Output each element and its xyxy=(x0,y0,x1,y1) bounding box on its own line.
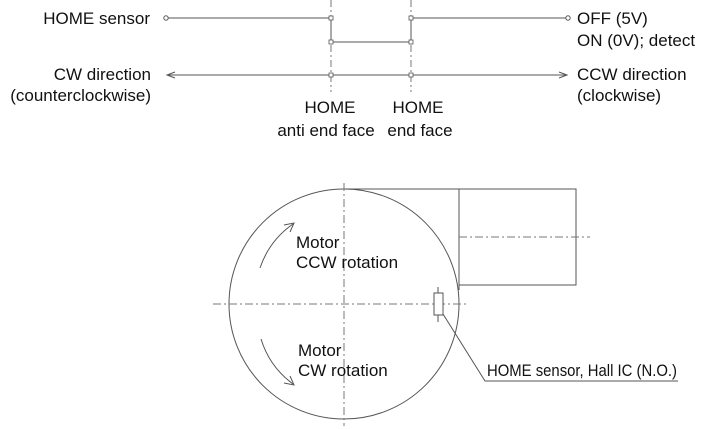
ccw-direction-label: CCW direction xyxy=(577,65,687,84)
signal-start-terminal xyxy=(163,15,169,21)
ccw-arrowhead xyxy=(558,71,569,79)
signal-node xyxy=(328,15,334,21)
home-end-face-label: HOME xyxy=(393,98,444,117)
home-sensor-signal xyxy=(167,17,567,43)
signal-node xyxy=(328,39,334,45)
motor-cw-sublabel: CW rotation xyxy=(298,361,388,380)
on-state-label: ON (0V); detect xyxy=(577,31,695,50)
cw-arrowhead xyxy=(165,71,176,79)
signal-node xyxy=(408,15,414,21)
signal-end-terminal xyxy=(565,15,571,21)
axis-node xyxy=(328,72,334,78)
signal-node xyxy=(408,39,414,45)
motor-cw-label: Motor xyxy=(298,341,342,360)
cw-rotation-arrow xyxy=(260,338,294,385)
motor-drawing: Motor CCW rotation Motor CW rotation HOM… xyxy=(213,183,678,426)
cw-direction-label: CW direction xyxy=(54,65,151,84)
off-state-label: OFF (5V) xyxy=(577,9,648,28)
ccw-direction-sublabel: (clockwise) xyxy=(577,86,661,105)
ccw-rotation-arrowhead xyxy=(283,222,295,233)
home-sensor-label: HOME sensor xyxy=(43,9,150,28)
cw-direction-sublabel: (counterclockwise) xyxy=(10,86,151,105)
sensor-callout-leader xyxy=(442,313,678,382)
motor-ccw-sublabel: CCW rotation xyxy=(296,253,398,272)
axis-node xyxy=(408,72,414,78)
home-anti-end-face-label: HOME xyxy=(305,98,356,117)
ccw-rotation-arrow xyxy=(259,223,294,269)
hall-sensor-ic xyxy=(433,292,444,316)
home-end-face-sublabel: end face xyxy=(387,121,452,140)
timing-diagram: HOME sensor OFF (5V) ON (0V); detect CW … xyxy=(10,0,695,140)
cw-rotation-arrowhead xyxy=(283,375,295,386)
hall-sensor-callout-label: HOME sensor, Hall IC (N.O.) xyxy=(487,361,677,380)
home-anti-end-face-sublabel: anti end face xyxy=(277,121,374,140)
motor-ccw-label: Motor xyxy=(296,233,340,252)
